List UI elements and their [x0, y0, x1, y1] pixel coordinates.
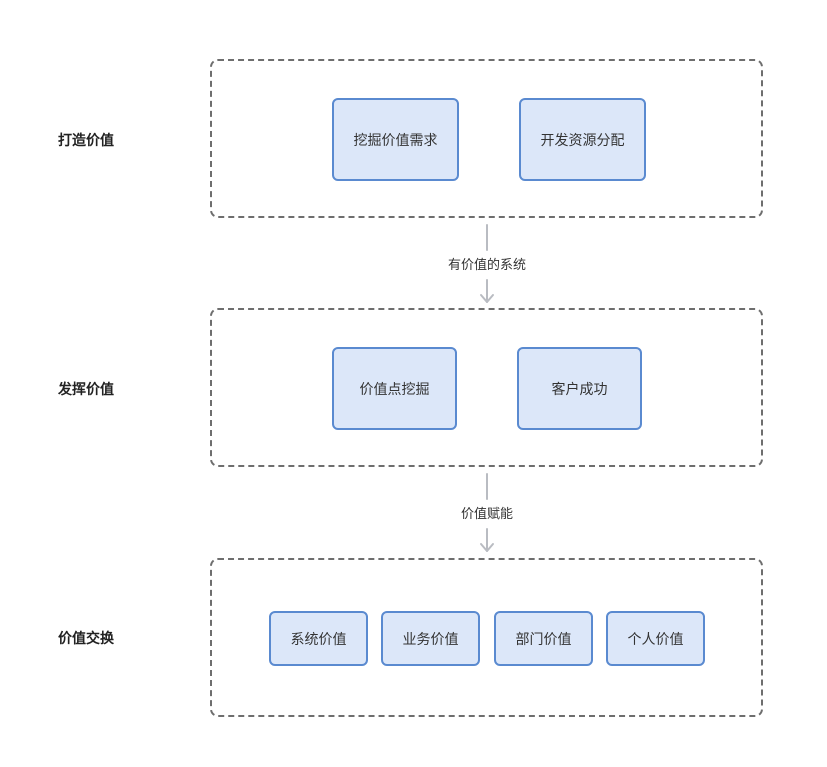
- node-value-point-mining[interactable]: 价值点挖掘: [332, 347, 457, 430]
- stage-group-value-exchange: [210, 558, 763, 717]
- node-mine-value-demand[interactable]: 挖掘价值需求: [332, 98, 459, 181]
- stage-label-value-exchange: 价值交换: [58, 631, 114, 647]
- node-department-value[interactable]: 部门价值: [494, 611, 593, 666]
- stage-group-build-value: [210, 59, 763, 218]
- stage-label-build-value: 打造价值: [58, 133, 114, 149]
- arrow-stage1-to-stage2: [480, 224, 494, 303]
- connector-label-valuable-system: 有价值的系统: [447, 258, 527, 273]
- stage-group-deliver-value: [210, 308, 763, 467]
- node-resource-allocation[interactable]: 开发资源分配: [519, 98, 646, 181]
- node-personal-value[interactable]: 个人价值: [606, 611, 705, 666]
- node-customer-success[interactable]: 客户成功: [517, 347, 642, 430]
- node-system-value[interactable]: 系统价值: [269, 611, 368, 666]
- stage-label-deliver-value: 发挥价值: [58, 382, 114, 398]
- arrow-stage2-to-stage3: [480, 473, 494, 552]
- node-business-value[interactable]: 业务价值: [381, 611, 480, 666]
- connector-label-value-enablement: 价值赋能: [460, 507, 514, 522]
